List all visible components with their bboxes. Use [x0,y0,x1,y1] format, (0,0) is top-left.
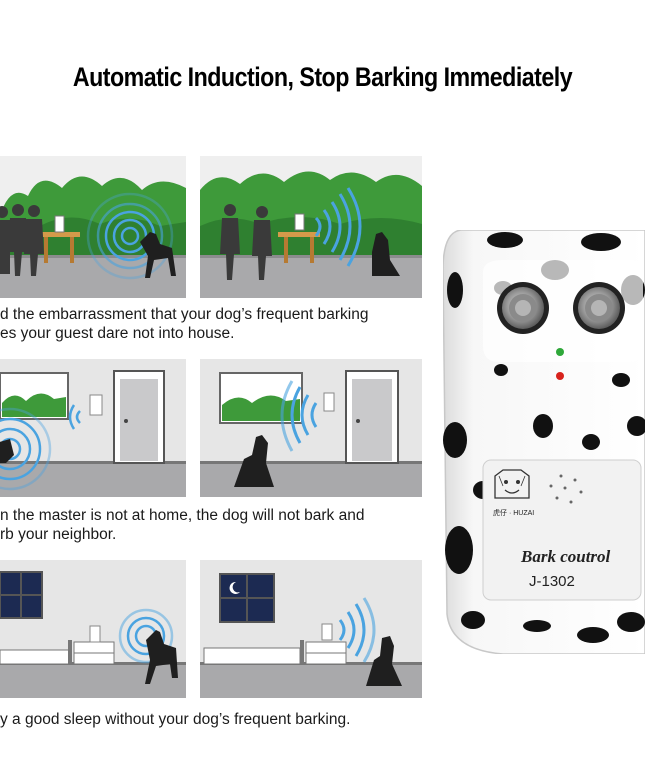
caption-line: n the master is not at home, the dog wil… [0,507,365,524]
brand-logo-text: 虎仔 · HUZAI [493,508,534,517]
label-plate [482,459,642,601]
scene1-caption: d the embarrassment that your dog’s freq… [0,305,368,343]
caption-line: rb your neighbor. [0,526,117,543]
caption-line: d the embarrassment that your dog’s freq… [0,306,369,323]
scene3-panel-barking [0,560,186,698]
scene3-panel-quiet [200,560,422,698]
ultrasonic-sensor-right [573,282,625,334]
scene2-panel-barking [0,359,186,497]
headline: Automatic Induction, Stop Barking Immedi… [72,62,573,92]
scene3-caption: y a good sleep without your dog’s freque… [0,710,350,729]
caption-line: es your guest dare not into house. [0,325,235,342]
model-number: J-1302 [529,573,575,590]
indicator-light-red [556,372,564,380]
brand-logo [494,469,530,499]
caption-line: y a good sleep without your dog’s freque… [0,711,351,728]
scene1-panel-quiet [200,156,422,298]
product-name: Bark coutrol [520,547,611,566]
indicator-light-green [556,348,564,356]
scene2-caption: n the master is not at home, the dog wil… [0,506,364,544]
scene1-panel-barking [0,156,186,298]
bark-control-device: 虎仔 · HUZAI Bark coutrol J-1302 [442,229,645,655]
ultrasonic-sensor-left [497,282,549,334]
scene2-panel-quiet [200,359,422,497]
speaker-holes [549,474,583,504]
